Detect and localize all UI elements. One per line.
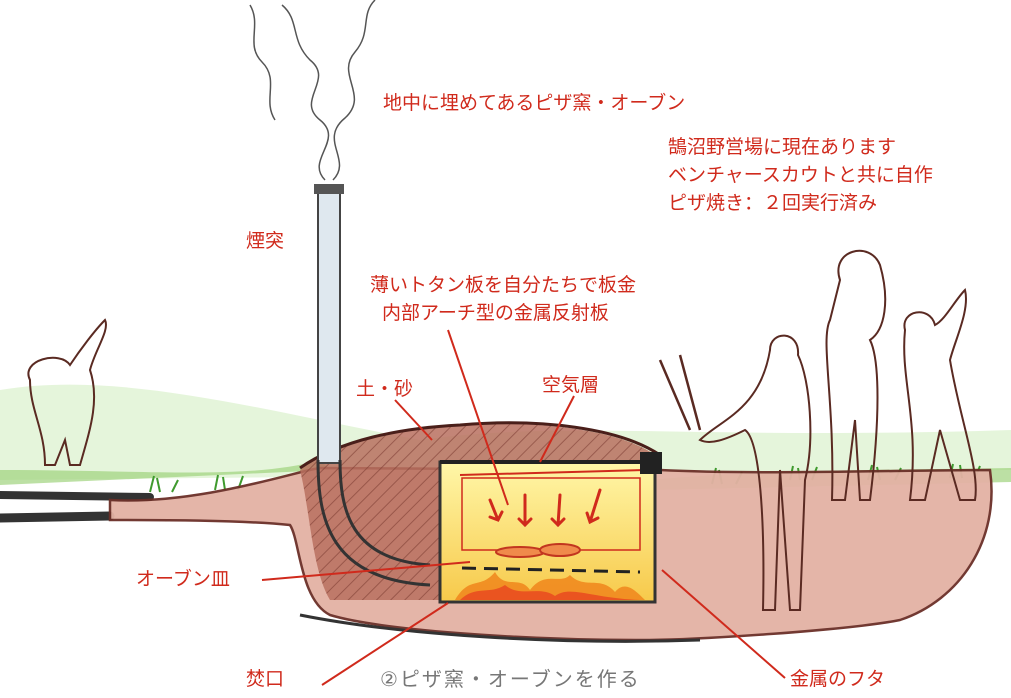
note-line-3: ピザ焼き：２回実行済み	[668, 192, 878, 214]
chimney	[314, 184, 431, 587]
label-tin-sheet-2: 内部アーチ型の金属反射板	[382, 302, 609, 324]
label-fire-opening: 焚口	[246, 668, 285, 690]
oven-chamber	[299, 452, 701, 643]
label-air-layer: 空気層	[542, 374, 600, 396]
sketch-people-right	[658, 249, 977, 611]
leader-lines	[261, 329, 786, 686]
note-line-2: ベンチャースカウトと共に自作	[668, 164, 933, 186]
label-chimney: 煙突	[246, 230, 285, 252]
label-metal-lid: 金属のフタ	[790, 668, 886, 690]
label-oven-tray: オーブン皿	[136, 568, 230, 590]
diagram-title: 地中に埋めてあるピザ窯・オーブン	[383, 92, 686, 114]
smoke	[249, 0, 376, 181]
left-pipes	[0, 491, 154, 523]
caption: ②ピザ窯・オーブンを作る	[380, 667, 641, 691]
sketch-person-left	[27, 318, 107, 466]
label-tin-sheet-1: 薄いトタン板を自分たちで板金	[370, 274, 637, 296]
note-line-1: 鵠沼野営場に現在あります	[668, 136, 897, 158]
label-soil-sand: 土・砂	[356, 378, 414, 400]
